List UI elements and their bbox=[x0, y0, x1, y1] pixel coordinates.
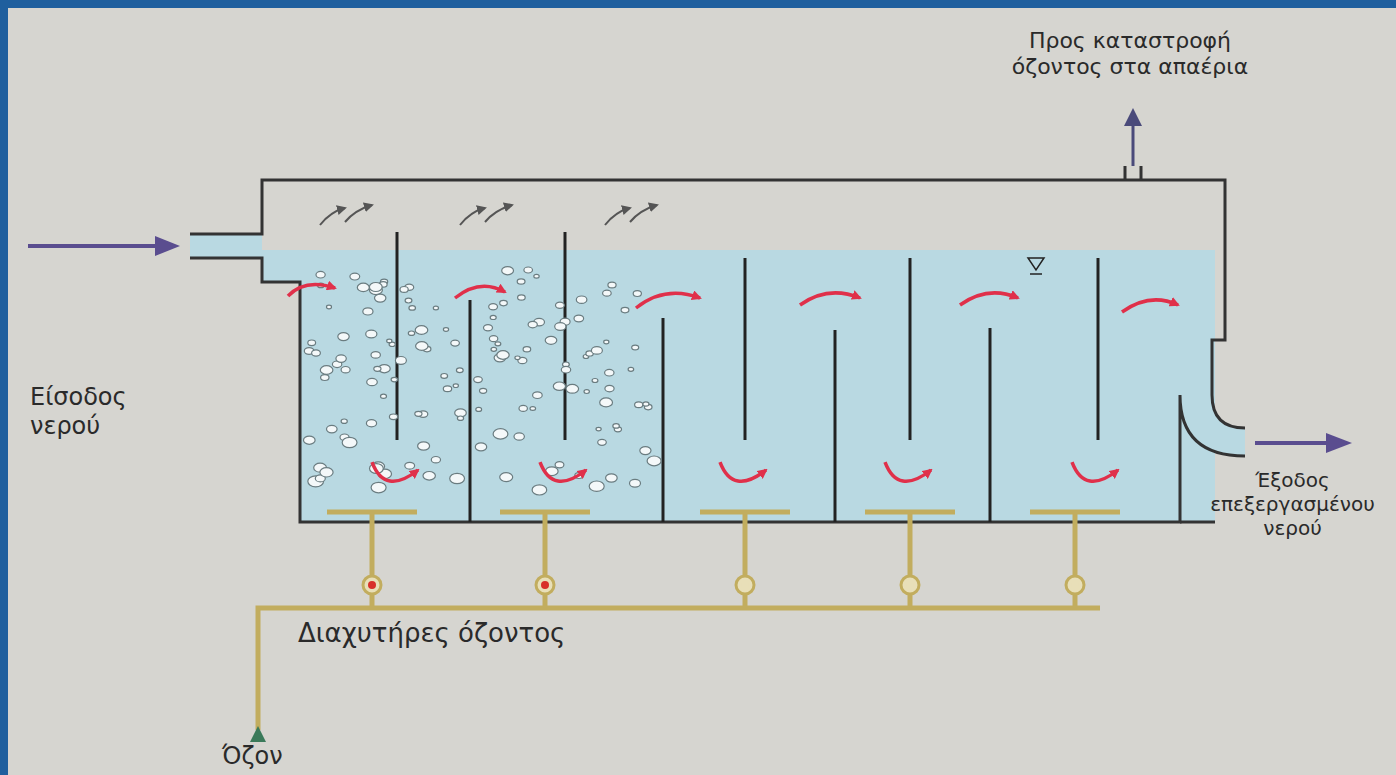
outlet-arrow bbox=[1255, 441, 1330, 445]
ozone-label: Όζον bbox=[222, 742, 302, 771]
offgas-arrow bbox=[1132, 122, 1135, 166]
offgas-pipe bbox=[1125, 166, 1141, 180]
diffuser-label: Διαχυτήρες όζοντος bbox=[298, 618, 658, 649]
inlet-arrow bbox=[28, 244, 160, 248]
gas-arrows bbox=[320, 205, 657, 225]
tank-outline bbox=[190, 180, 1245, 428]
ozone-arrow bbox=[250, 726, 266, 742]
ozone-bubbles bbox=[304, 267, 662, 495]
ozone-diffusers bbox=[258, 512, 1120, 730]
tank-outline bbox=[190, 258, 1245, 522]
water bbox=[300, 250, 1215, 522]
flow-arrows bbox=[288, 284, 1178, 481]
inlet-label: Είσοδος νερού bbox=[30, 383, 160, 441]
baffles bbox=[397, 232, 1098, 522]
inlet-pipe-water bbox=[190, 234, 262, 258]
water-level-symbol bbox=[1028, 258, 1044, 270]
left-band bbox=[0, 0, 8, 775]
offgas-label: Προς καταστροφή όζοντος στα απαέρια bbox=[1005, 28, 1255, 81]
water bbox=[262, 250, 302, 282]
outlet-label: Έξοδος επεξεργασμένου νερού bbox=[1200, 468, 1385, 540]
top-band bbox=[0, 0, 1396, 8]
